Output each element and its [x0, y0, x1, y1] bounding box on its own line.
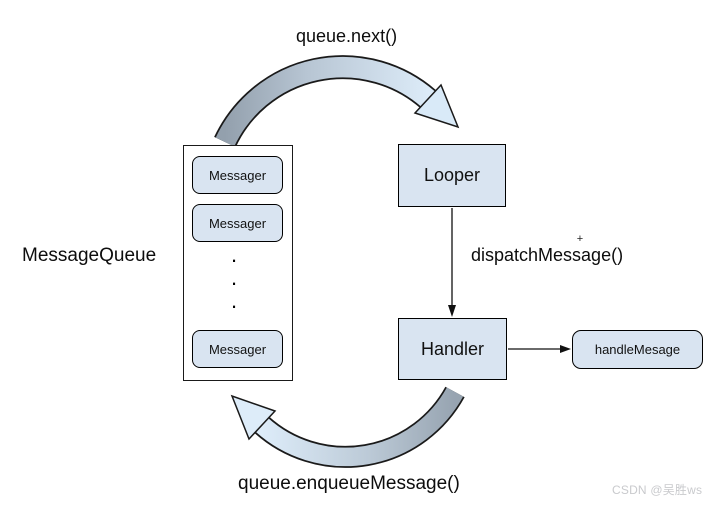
ellipsis-dot: ·: [230, 247, 238, 272]
messager-item: Messager: [192, 330, 283, 368]
handle-mesage-node-label: handleMesage: [594, 342, 681, 357]
looper-node-label: Looper: [423, 165, 481, 185]
handler-node-label: Handler: [420, 338, 485, 359]
messager-item: Messager: [192, 156, 283, 194]
queue-next-arrow-band: [215, 56, 435, 147]
ellipsis-dot: ·: [230, 293, 238, 318]
csdn-watermark: CSDN @吴胜ws: [612, 483, 703, 497]
handler-node: Handler: [398, 318, 507, 380]
messager-item-label: Messager: [208, 341, 267, 357]
queue-next-label: queue.next(): [296, 26, 398, 46]
queue-next-arrowhead: [413, 83, 460, 129]
handle-arrowhead: [560, 345, 571, 353]
messager-item: Messager: [192, 204, 283, 242]
messager-item-label: Messager: [208, 215, 267, 231]
ellipsis-dot: ·: [230, 270, 238, 295]
looper-node: Looper: [398, 144, 506, 207]
dispatch-message-label: dispatchMessage(): [471, 245, 624, 265]
enqueue-arrowhead: [230, 394, 277, 441]
enqueue-message-label: queue.enqueueMessage(): [238, 473, 460, 494]
handle-arrow: [508, 345, 571, 353]
queue-next-arrow: [214, 55, 460, 148]
messager-item-label: Messager: [208, 167, 267, 183]
queue-ellipsis: · · ·: [224, 248, 244, 317]
enqueue-arrow-band: [255, 387, 464, 467]
handle-mesage-node: handleMesage: [572, 330, 703, 369]
stray-plus-mark: +: [576, 233, 584, 245]
message-queue-label: MessageQueue: [22, 245, 157, 266]
enqueue-arrow: [230, 386, 465, 468]
dispatch-arrow: [448, 208, 456, 317]
message-queue-container: Messager Messager · · · Messager: [183, 145, 293, 381]
dispatch-arrowhead: [448, 305, 456, 317]
